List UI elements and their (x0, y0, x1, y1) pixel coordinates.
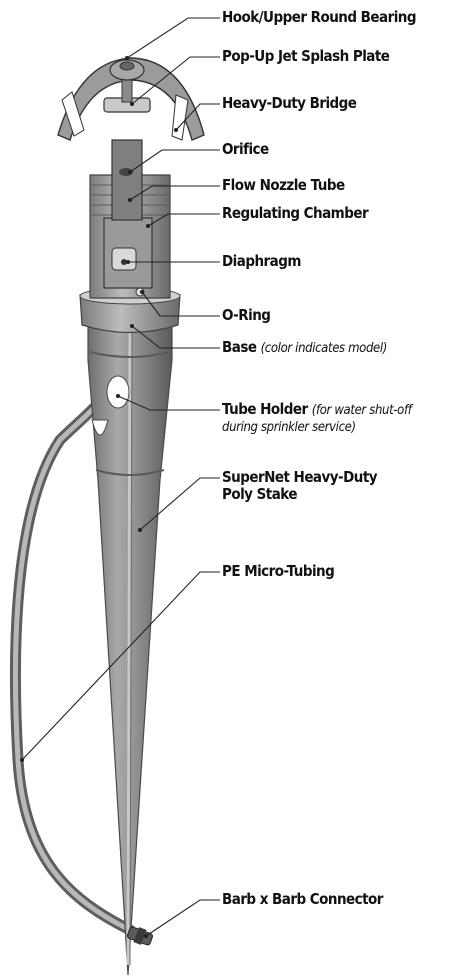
label-regulating-chamber: Regulating Chamber (222, 205, 368, 222)
label-micro-tubing: PE Micro-Tubing (222, 563, 334, 580)
label-stake: SuperNet Heavy-Duty Poly Stake (222, 469, 465, 503)
leader-hook (127, 18, 220, 58)
label-base: Base (color indicates model) (222, 339, 387, 357)
leader-orifice (130, 150, 220, 172)
label-connector: Barb x Barb Connector (222, 891, 383, 908)
label-stake-line-2: Poly Stake (222, 486, 465, 503)
flow-nozzle-tube (112, 140, 142, 220)
label-tube-holder-note-2: during sprinkler service) (222, 419, 465, 436)
label-flow-nozzle-tube: Flow Nozzle Tube (222, 177, 345, 194)
tube-holder (107, 376, 129, 408)
leader-connector (146, 900, 220, 936)
label-base-note: (color indicates model) (261, 341, 387, 356)
label-tube-holder: Tube Holder (for water shut-off during s… (222, 401, 465, 436)
label-hook: Hook/Upper Round Bearing (222, 9, 416, 26)
label-o-ring: O-Ring (222, 307, 270, 324)
label-tube-holder-note-1: (for water shut-off (312, 403, 412, 418)
label-tube-holder-title: Tube Holder (222, 400, 308, 418)
label-base-title: Base (222, 338, 256, 356)
label-splash-plate: Pop-Up Jet Splash Plate (222, 48, 389, 65)
label-diaphragm: Diaphragm (222, 253, 301, 270)
label-stake-line-1: SuperNet Heavy-Duty (222, 469, 465, 486)
label-bridge: Heavy-Duty Bridge (222, 95, 356, 112)
label-orifice: Orifice (222, 141, 269, 158)
